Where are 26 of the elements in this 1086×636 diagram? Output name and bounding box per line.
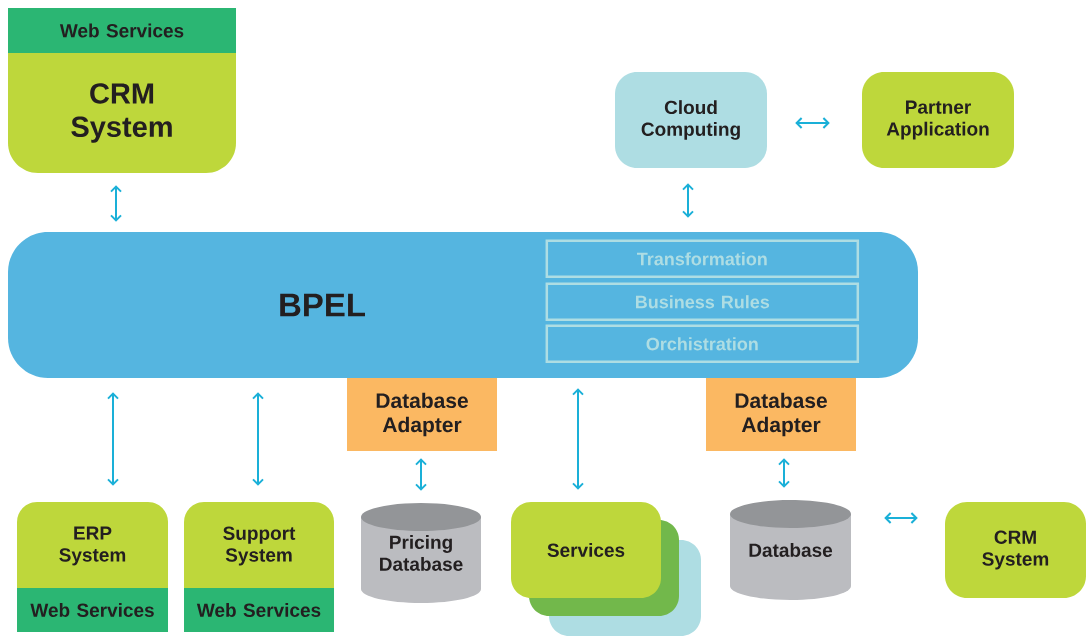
double-arrow bbox=[572, 388, 584, 490]
system-box: CRM System bbox=[945, 502, 1086, 598]
database-cylinder: Database bbox=[730, 500, 851, 600]
double-arrow bbox=[252, 392, 264, 486]
layer-box: Transformation bbox=[545, 239, 860, 279]
system-box: Support System bbox=[184, 502, 334, 590]
adapter-box: Database Adapter bbox=[347, 378, 497, 451]
double-arrow bbox=[884, 512, 918, 524]
band-label: Web Services bbox=[184, 588, 334, 632]
system-box: Cloud Computing bbox=[615, 72, 767, 168]
system-box: CRM System bbox=[8, 53, 236, 173]
band-label: Web Services bbox=[8, 8, 236, 53]
system-box: Partner Application bbox=[862, 72, 1014, 168]
double-arrow bbox=[778, 458, 790, 488]
double-arrow bbox=[415, 458, 427, 491]
layer-box: Orchistration bbox=[545, 324, 860, 364]
system-box: ERP System bbox=[17, 502, 168, 590]
double-arrow bbox=[107, 392, 119, 486]
database-cylinder: Pricing Database bbox=[361, 503, 481, 603]
layer-box: Business Rules bbox=[545, 282, 860, 322]
services-stack: Services bbox=[511, 502, 701, 636]
double-arrow bbox=[682, 183, 694, 218]
adapter-box: Database Adapter bbox=[706, 378, 856, 451]
double-arrow bbox=[110, 185, 122, 222]
double-arrow bbox=[795, 117, 830, 129]
band-label: Web Services bbox=[17, 588, 168, 632]
